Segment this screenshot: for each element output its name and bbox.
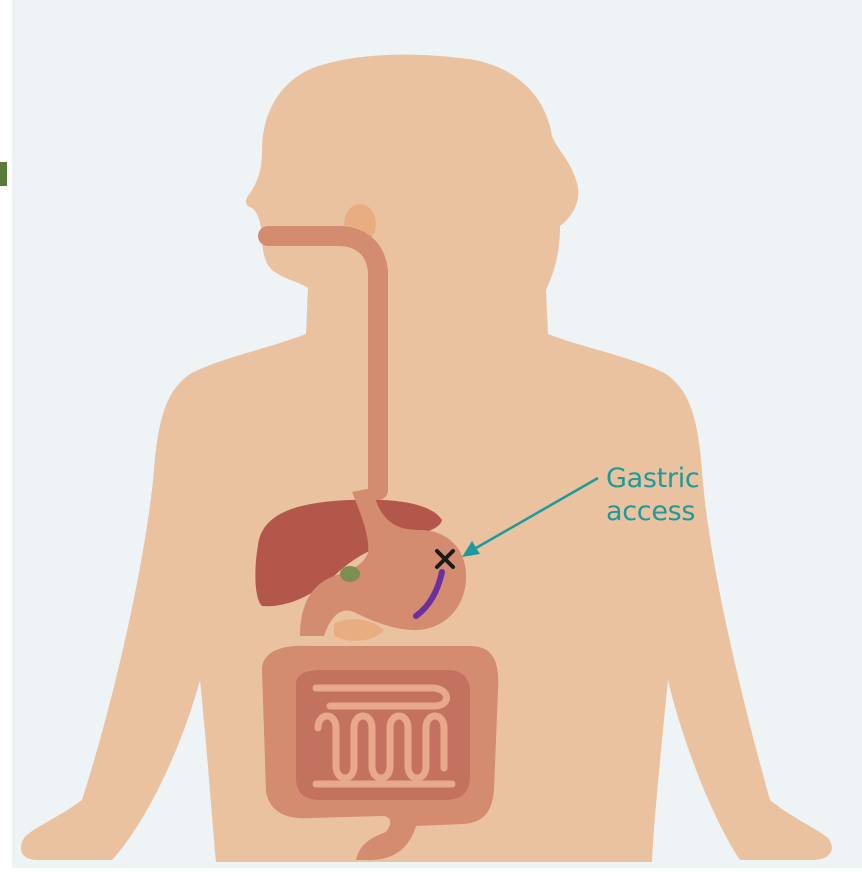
gastric-access-label-line2: access	[606, 497, 695, 527]
gallbladder	[340, 566, 360, 582]
corner-tab	[0, 162, 7, 186]
left-margin	[0, 0, 12, 876]
gastric-access-label-line1: Gastric	[606, 464, 699, 494]
